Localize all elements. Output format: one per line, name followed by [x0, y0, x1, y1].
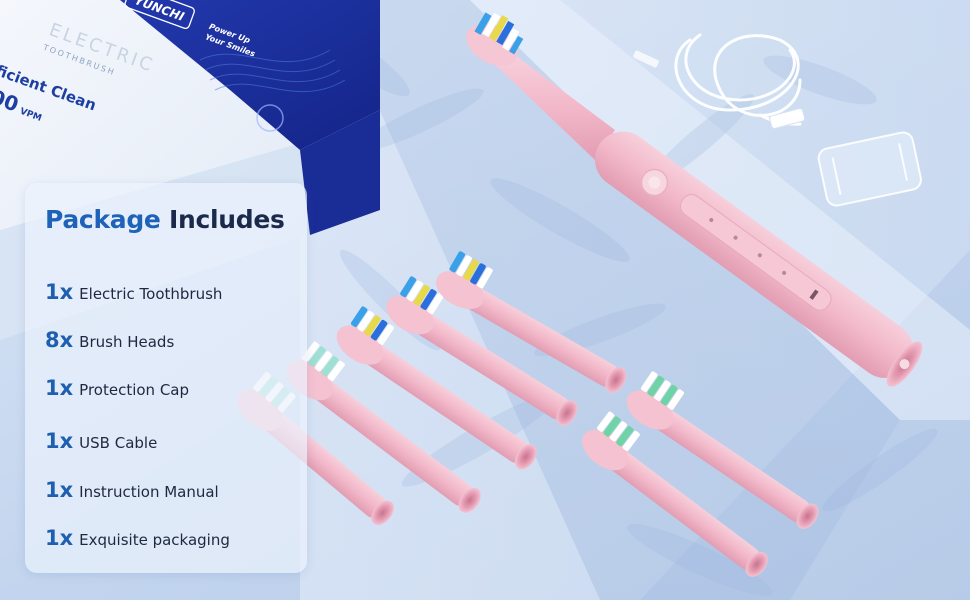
list-item-packaging: 1x Exquisite packaging [45, 526, 230, 550]
item-description: Exquisite packaging [79, 531, 230, 549]
item-quantity: 8x [45, 328, 74, 352]
package-includes-panel: Package Includes 1x Electric Toothbrush … [25, 183, 307, 573]
list-item-protection-cap: 1x Protection Cap [45, 376, 189, 400]
item-quantity: 1x [45, 526, 74, 550]
list-item-instruction-manual: 1x Instruction Manual [45, 478, 219, 502]
item-description: USB Cable [79, 434, 158, 452]
brush-head [582, 411, 768, 577]
item-quantity: 1x [45, 376, 74, 400]
title-accent-word: Package [45, 205, 161, 234]
item-quantity: 1x [45, 280, 74, 304]
brush-head [336, 306, 537, 470]
list-item-usb-cable: 1x USB Cable [45, 429, 157, 453]
item-description: Electric Toothbrush [79, 285, 223, 303]
item-description: Instruction Manual [79, 483, 219, 501]
brush-head [436, 251, 627, 393]
item-quantity: 1x [45, 478, 74, 502]
brush-head [626, 371, 819, 529]
item-quantity: 1x [45, 429, 74, 453]
item-description: Protection Cap [79, 381, 190, 399]
list-item-toothbrush: 1x Electric Toothbrush [45, 280, 222, 304]
item-description: Brush Heads [79, 333, 175, 351]
panel-title: Package Includes [45, 205, 285, 234]
title-rest-word: Includes [169, 205, 285, 234]
brush-head [386, 276, 578, 426]
list-item-brush-heads: 8x Brush Heads [45, 328, 174, 352]
